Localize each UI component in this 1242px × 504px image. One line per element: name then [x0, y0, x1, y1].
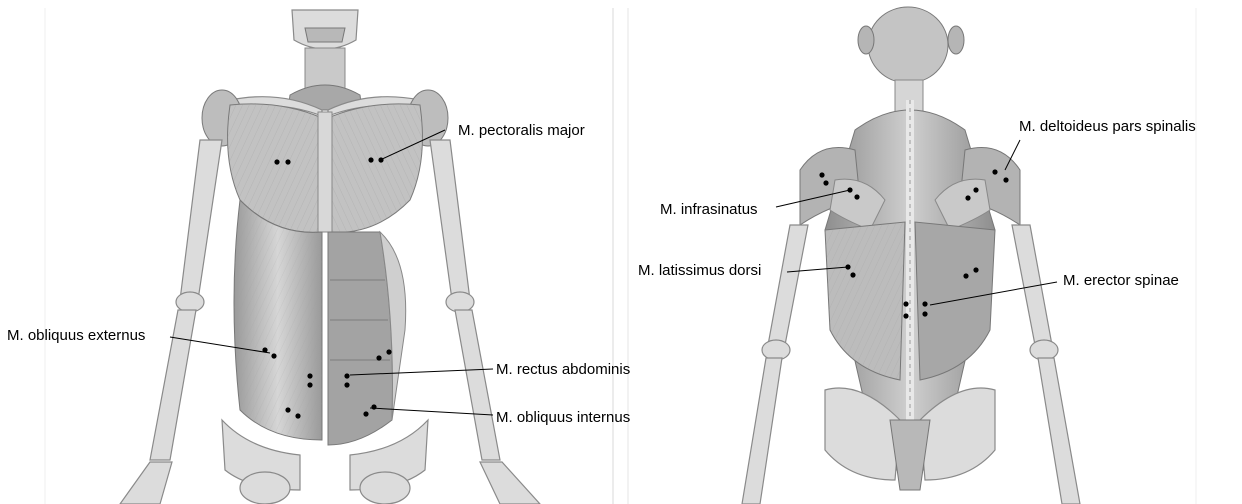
- label-rectus-abdominis: M. rectus abdominis: [496, 361, 630, 379]
- electrode-dot: [965, 195, 970, 200]
- head-back: [868, 7, 948, 83]
- electrode-dot: [368, 157, 373, 162]
- humerus-left: [180, 140, 222, 300]
- hand-right: [480, 462, 540, 504]
- label-obliquus-externus: M. obliquus externus: [7, 327, 145, 345]
- humerus-back-left: [768, 225, 808, 345]
- electrode-dot: [1003, 177, 1008, 182]
- label-erector-spinae: M. erector spinae: [1063, 272, 1179, 290]
- electrode-dot: [386, 349, 391, 354]
- electrode-dot: [376, 355, 381, 360]
- posterior-view: [742, 7, 1080, 504]
- electrode-dot: [295, 413, 300, 418]
- forearm-back-right: [1038, 358, 1080, 504]
- electrode-dot: [371, 404, 376, 409]
- electrode-dot: [819, 172, 824, 177]
- electrode-dot: [307, 382, 312, 387]
- electrode-dot: [903, 301, 908, 306]
- electrode-dot: [363, 411, 368, 416]
- humerus-back-right: [1012, 225, 1052, 345]
- sacrum: [890, 420, 930, 490]
- forearm-left: [150, 310, 196, 460]
- label-pectoralis-major: M. pectoralis major: [458, 122, 585, 140]
- teeth: [305, 28, 345, 42]
- humerus-right: [430, 140, 470, 300]
- electrode-dot: [344, 382, 349, 387]
- electrode-dot: [854, 194, 859, 199]
- electrode-dot: [922, 311, 927, 316]
- electrode-dot: [922, 301, 927, 306]
- rectus-abdominis: [328, 232, 393, 445]
- electrode-dot: [307, 373, 312, 378]
- electrode-dot: [378, 157, 383, 162]
- femur-head-left: [240, 472, 290, 504]
- electrode-dot: [992, 169, 997, 174]
- electrode-dot: [274, 159, 279, 164]
- label-deltoideus-pars-spinalis: M. deltoideus pars spinalis: [1019, 118, 1196, 136]
- latissimus-right: [915, 222, 995, 380]
- forearm-right: [455, 310, 500, 460]
- electrode-dot: [344, 373, 349, 378]
- electrode-dot: [903, 313, 908, 318]
- forearm-back-left: [742, 358, 782, 504]
- label-infrasinatus: M. infrasinatus: [660, 201, 758, 219]
- electrode-dot: [973, 267, 978, 272]
- hand-left: [120, 462, 172, 504]
- anterior-view: [120, 10, 540, 504]
- electrode-dot: [285, 159, 290, 164]
- electrode-dot: [850, 272, 855, 277]
- electrode-dot: [285, 407, 290, 412]
- electrode-dot: [271, 353, 276, 358]
- electrode-dot: [845, 264, 850, 269]
- electrode-dot: [963, 273, 968, 278]
- electrode-dot: [847, 187, 852, 192]
- femur-head-right: [360, 472, 410, 504]
- label-obliquus-internus: M. obliquus internus: [496, 409, 630, 427]
- electrode-dot: [262, 347, 267, 352]
- sternum: [318, 112, 332, 232]
- label-latissimus-dorsi: M. latissimus dorsi: [638, 262, 761, 280]
- electrode-dot: [973, 187, 978, 192]
- electrode-dot: [823, 180, 828, 185]
